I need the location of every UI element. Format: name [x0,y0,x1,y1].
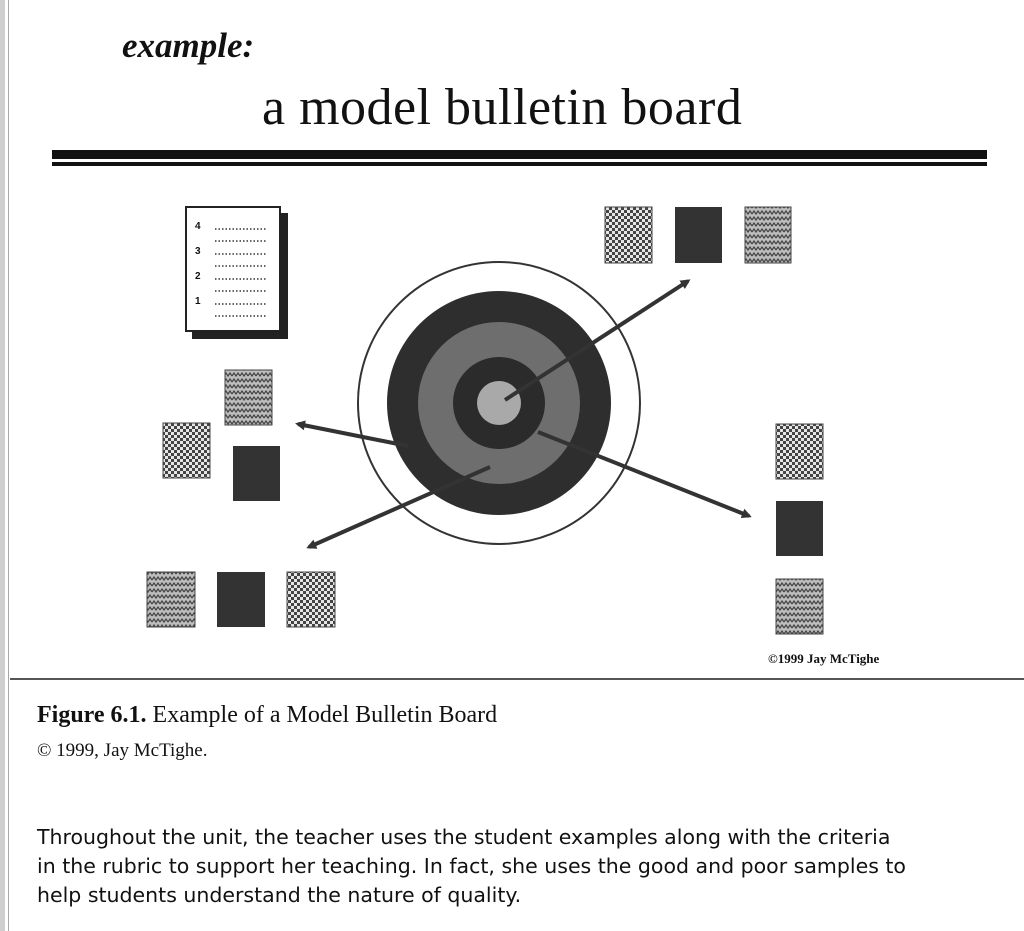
sample-zigzag-right [775,578,824,635]
sample-checker-bl [286,571,336,628]
figure-caption: Figure 6.1. Example of a Model Bulletin … [37,702,497,729]
rubric-level-3: 3 [195,246,201,257]
heading-rule-thick [52,150,987,159]
body-line-2: in the rubric to support her teaching. I… [37,854,906,878]
heading-title: a model bulletin board [262,79,743,136]
body-line-1: Throughout the unit, the teacher uses th… [37,825,891,849]
arrow-bottom-left [306,465,491,549]
heading-rule-thin [52,162,987,166]
body-paragraph: Throughout the unit, the teacher uses th… [37,823,1012,910]
sample-checker-right [775,423,824,480]
heading-label: example: [122,26,255,65]
sample-zigzag-left [224,369,273,426]
sample-dark-right [776,501,823,556]
arrow-top-right [503,279,691,402]
section-divider [10,678,1024,680]
body-line-3: help students understand the nature of q… [37,883,522,907]
sample-checker-left [162,422,211,479]
figure-caption-text: Example of a Model Bulletin Board [152,702,498,728]
sample-dark-left [233,446,280,501]
rubric-level-4: 4 [195,221,201,232]
page-edge-line [8,0,9,931]
sample-checker-tr [604,206,653,264]
figure-credit: © 1999, Jay McTighe. [37,740,208,761]
sample-dark-tr [675,207,722,263]
sample-zigzag-tr [744,206,792,264]
arrow-left [295,420,409,448]
rubric-level-2: 2 [195,271,201,282]
figure-number: Figure 6.1. [37,702,147,728]
sample-zigzag-bl [146,571,196,628]
arrow-bottom-right [537,430,752,519]
page-edge-shade [0,0,5,931]
board-copyright: ©1999 Jay McTighe [768,651,880,666]
target [357,261,641,545]
rubric-level-1: 1 [195,296,201,307]
bulletin-board-diagram: 4 3 2 1 [146,206,824,635]
sample-dark-bl [217,572,265,627]
rubric-card: 4 3 2 1 [185,206,288,339]
